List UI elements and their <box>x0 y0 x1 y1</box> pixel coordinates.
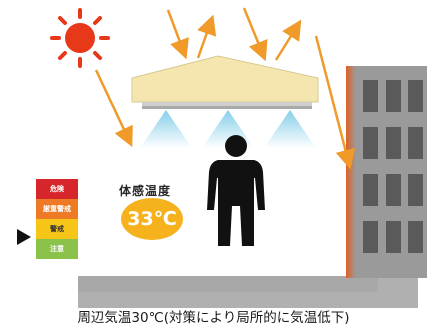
scale-level-warning: 警戒 <box>36 219 78 239</box>
current-level-pointer-icon <box>17 229 31 245</box>
ground-strip <box>78 276 378 292</box>
sun-arrows <box>94 7 356 170</box>
canopy <box>131 55 319 109</box>
caption: 周辺気温30℃(対策により局所的に気温低下) <box>77 310 350 326</box>
scale-level-caution: 注意 <box>36 239 78 259</box>
building <box>346 66 427 278</box>
person-silhouette <box>207 135 265 246</box>
feel-temperature-badge: 33℃ <box>121 198 183 240</box>
sun-icon <box>50 8 110 68</box>
scale-level-severe-warning: 厳重警戒 <box>36 199 78 219</box>
feel-temperature-label: 体感温度 <box>119 184 172 198</box>
scale-level-danger: 危険 <box>36 179 78 199</box>
